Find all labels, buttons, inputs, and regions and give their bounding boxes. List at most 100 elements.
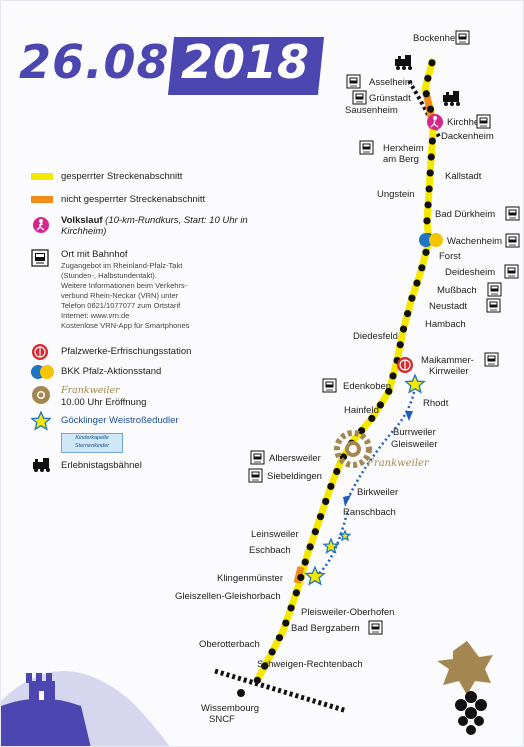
legend-pfalzwerke-label: Pfalzwerke-Erfrischungsstation (61, 346, 192, 357)
route-dot (316, 513, 325, 521)
station-icon (486, 298, 501, 313)
station-label: Deidesheim (445, 267, 495, 278)
star-marker (304, 565, 326, 586)
route-dot (426, 169, 434, 177)
station-icon (368, 620, 383, 635)
route-dot (385, 387, 393, 395)
star-marker (404, 373, 426, 394)
station-label: Leinsweiler (251, 529, 299, 540)
grape-leaf-icon (437, 641, 493, 695)
station-info-line: Weitere Informationen beim Verkehrs- (61, 281, 188, 290)
station-label: Gleiszellen-Gleishorbach (175, 591, 281, 602)
pfalzwerke-marker (397, 357, 413, 373)
station-label: Hainfeld (344, 405, 379, 416)
station-label: Eschbach (249, 545, 291, 556)
route-dot (297, 573, 305, 582)
station-icon (455, 30, 470, 45)
train-marker (395, 55, 412, 70)
route-dot (424, 74, 432, 82)
station-label: Asselheim (369, 77, 413, 88)
station-label: Birkweiler (357, 487, 398, 498)
route-dot (275, 634, 284, 642)
date-year: 2018 (181, 35, 310, 89)
station-info-line: verbund Rhein-Neckar (VRN) unter (61, 291, 179, 300)
station-icon (476, 114, 491, 129)
station-label: Ungstein (377, 189, 415, 200)
hill-dark-shape (1, 698, 91, 746)
station-info-line: Internet: www.vrn.de (61, 311, 130, 320)
star-marker (338, 529, 352, 542)
route-dot (261, 662, 269, 670)
legend-open-label: nicht gesperrter Streckenabschnitt (61, 194, 206, 205)
station-label: Maikammer- (421, 355, 474, 366)
route-dot (427, 153, 435, 161)
railway-north (407, 79, 441, 138)
legend-run-title: Volkslauf (61, 215, 103, 226)
route-dot (306, 543, 314, 551)
route-dot (404, 310, 412, 318)
route-dot (418, 264, 426, 272)
station-label: Wissembourg (201, 703, 259, 714)
star-markers (304, 373, 426, 586)
route-dot (253, 676, 261, 684)
open-section-swatch (31, 196, 53, 203)
route-dot (422, 248, 430, 256)
station-label: Hambach (425, 319, 466, 330)
station-info-line: Telefon 0621/1077077 zum Ortstarif (61, 301, 181, 310)
station-icon (31, 249, 49, 267)
station-icon (504, 264, 519, 279)
route-dot (322, 497, 330, 506)
route-dot (292, 589, 300, 597)
route-dot (389, 372, 397, 380)
station-label: am Berg (383, 154, 419, 165)
route-dot (376, 401, 385, 409)
route-dot (327, 482, 335, 490)
route-dot (422, 90, 430, 98)
closed-section-swatch (31, 173, 53, 180)
route-dot (311, 528, 319, 536)
station-label: Mußbach (437, 285, 477, 296)
station-label: Edenkoben (343, 381, 391, 392)
route-dot (413, 279, 421, 287)
date-day-month: 26.08. (19, 35, 188, 89)
station-label: Siebeldingen (267, 471, 322, 482)
station-label: Bockenheim (413, 33, 465, 44)
bkk-marker (429, 233, 443, 247)
route-dot (424, 201, 432, 209)
station-icon (346, 74, 361, 89)
station-label: Klingenmünster (217, 573, 283, 584)
legend-frankweiler-name: Frankweiler (61, 385, 120, 396)
castle-icon (26, 673, 55, 717)
station-label: Herxheim (383, 143, 424, 154)
legend-bkk-label: BKK Pfalz-Aktionsstand (61, 366, 162, 377)
station-icon (505, 206, 520, 221)
frankweiler-icon (32, 386, 50, 404)
star-icon (31, 411, 51, 431)
station-label: Diedesfeld (353, 331, 398, 342)
legend-run-detail: (10-km-Rundkurs, Start: 10 Uhr in Kirchh… (61, 215, 248, 237)
station-labels: Bockenheim Asselheim Grünstadt Sausenhei… (175, 30, 520, 725)
station-label: Bad Bergzabern (291, 623, 360, 634)
station-label: Kallstadt (445, 171, 482, 182)
train-icon (33, 458, 50, 472)
station-icon (505, 233, 520, 248)
station-icon (359, 140, 374, 155)
station-label: Kirchheim (447, 117, 489, 128)
station-icon (248, 468, 263, 483)
station-icon (250, 450, 265, 465)
route-dot (426, 105, 435, 113)
bkk-icon (31, 365, 54, 379)
detour-arrow (405, 411, 413, 421)
station-label: Pleisweiler-Oberhofen (301, 607, 394, 618)
station-label: Ranschbach (343, 507, 396, 518)
railway-south (214, 668, 348, 714)
route-dots (253, 59, 437, 684)
station-label: Albersweiler (269, 453, 321, 464)
detour-line-2 (316, 512, 349, 576)
station-icon (487, 282, 502, 297)
station-icon (484, 352, 499, 367)
legend-station-info: Zugangebot im Rheinland-Pfalz-Takt (Stun… (61, 261, 189, 331)
legend-kinderkapelle: Kinderkapelle Sternenkinder (61, 433, 123, 453)
